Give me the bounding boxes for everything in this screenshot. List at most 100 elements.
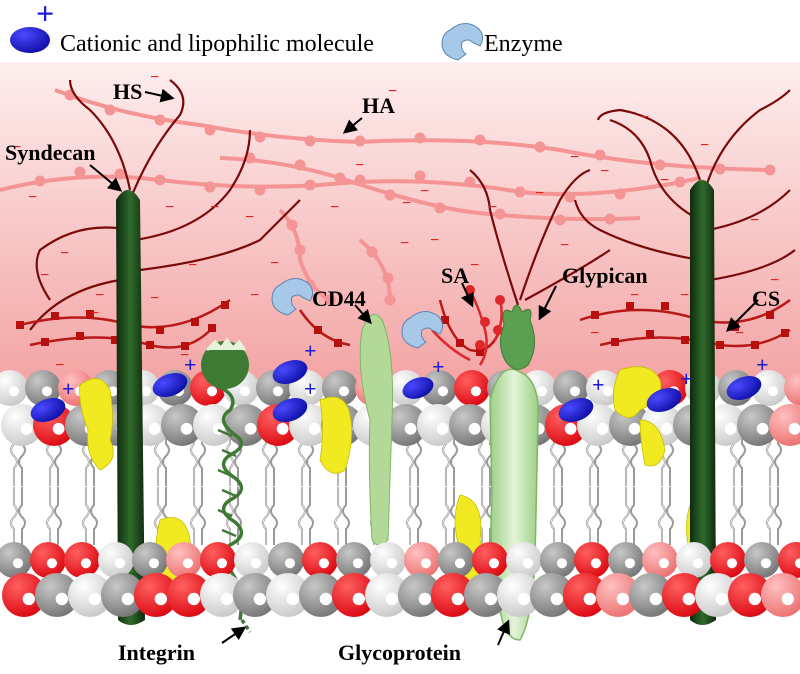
lipid-tail <box>82 486 98 546</box>
chondroitin-unit <box>476 348 484 356</box>
lipid-tail <box>586 486 602 546</box>
syndecan-left <box>116 190 145 625</box>
chondroitin-unit <box>76 332 84 340</box>
chondroitin-unit <box>314 326 322 334</box>
lipid-head-group <box>266 573 310 617</box>
lipid-tail <box>406 486 422 546</box>
negative-charge: − <box>402 195 411 212</box>
negative-charge: − <box>90 305 99 322</box>
lipid-head-group <box>662 573 706 617</box>
label-ha: HA <box>362 93 395 118</box>
negative-charge: − <box>355 157 364 174</box>
lipid-head-group <box>417 404 459 446</box>
negative-charge: − <box>735 325 744 342</box>
lipid-tail <box>550 486 566 546</box>
negative-charge: − <box>245 209 254 226</box>
negative-charge: − <box>12 139 21 156</box>
lipid-tail <box>730 486 746 546</box>
lipid-head-group <box>629 573 673 617</box>
lipid-head-group <box>553 370 589 406</box>
hyaluronan-unit <box>114 168 126 180</box>
label-glycoprotein: Glycoprotein <box>338 640 461 665</box>
chondroitin-unit <box>751 341 759 349</box>
lipid-head-group <box>336 542 372 578</box>
lipid-head-group <box>596 573 640 617</box>
lipid-head-group <box>101 573 145 617</box>
label-integrin: Integrin <box>118 640 195 665</box>
lipid-head-group <box>472 542 508 578</box>
hyaluronan-unit <box>354 174 366 186</box>
lipid-tail <box>622 486 638 546</box>
hyaluronan-unit <box>414 132 426 144</box>
label-syndecan: Syndecan <box>5 140 95 165</box>
lipid-head-group <box>385 404 427 446</box>
negative-charge: − <box>430 232 439 249</box>
lipid-head-group <box>676 542 712 578</box>
hyaluronan-unit <box>564 191 576 203</box>
chondroitin-unit <box>16 321 24 329</box>
label-hs-charge: − <box>150 69 159 86</box>
lipid-head-group <box>769 404 800 446</box>
lipid-tail <box>766 486 782 546</box>
hyaluronan-unit <box>474 134 486 146</box>
lipid-head-group <box>0 542 32 578</box>
lipid-head-group <box>35 573 79 617</box>
syndecan-proteins <box>116 180 716 625</box>
hyaluronan-unit <box>534 141 546 153</box>
chondroitin-unit <box>646 330 654 338</box>
lipid-head-group <box>497 573 541 617</box>
hyaluronan-unit <box>286 219 298 231</box>
negative-charge: − <box>270 255 279 272</box>
cationic-molecule: + <box>558 372 605 423</box>
chondroitin-unit <box>626 302 634 310</box>
lipid-head-group <box>744 542 780 578</box>
lipid-head-group <box>530 573 574 617</box>
cationic-molecules: ++++++++ <box>30 338 769 423</box>
lipid-head-group <box>302 542 338 578</box>
hyaluronan-unit <box>384 189 396 201</box>
lipid-head-group <box>695 573 739 617</box>
hyaluronan-units <box>34 89 776 306</box>
negative-charge: − <box>400 235 409 252</box>
chondroitin-unit <box>156 326 164 334</box>
hyaluronan-unit <box>304 135 316 147</box>
negative-charges: −−−−−−−−−−−−−−−−−−−−−−−−−−−−−−−−−−−− <box>12 109 779 374</box>
svg-text:+: + <box>680 366 693 391</box>
lipid-tail <box>190 486 206 546</box>
negative-charge: − <box>700 137 709 154</box>
lipid-head-group <box>464 573 508 617</box>
syndecan-right <box>690 180 716 625</box>
negative-charge: − <box>330 199 339 216</box>
negative-charge: − <box>560 237 569 254</box>
cationic-molecule: + <box>152 352 197 398</box>
lipid-head-group <box>642 542 678 578</box>
chondroitin-unit <box>611 338 619 346</box>
lipid-head-group <box>234 542 270 578</box>
lipid-tail <box>334 486 350 546</box>
lipid-tail <box>658 486 674 546</box>
lipid-head-group <box>710 542 746 578</box>
lipid-head-group <box>30 542 66 578</box>
hyaluronan-unit <box>464 176 476 188</box>
hyaluronan-unit <box>354 135 366 147</box>
cationic-molecule: + <box>726 352 769 401</box>
lipid-head-group <box>233 573 277 617</box>
negative-charge: − <box>750 212 759 229</box>
negative-charge: − <box>590 325 599 342</box>
lipid-head-group <box>398 573 442 617</box>
lipid-head-group <box>438 542 474 578</box>
lipid-head-group <box>64 542 100 578</box>
hyaluronan-unit <box>104 104 116 116</box>
negative-charge: − <box>180 347 189 364</box>
enzyme-left <box>271 278 314 316</box>
hyaluronan-unit <box>204 124 216 136</box>
label-glypican: Glypican <box>562 263 648 288</box>
hyaluronan-unit <box>594 149 606 161</box>
hyaluronan-unit <box>294 159 306 171</box>
negative-charge: − <box>420 183 429 200</box>
lipid-head-group <box>98 542 134 578</box>
lipid-head-group <box>200 573 244 617</box>
cationic-molecule: + <box>646 366 693 413</box>
lipid-head-group <box>68 573 112 617</box>
